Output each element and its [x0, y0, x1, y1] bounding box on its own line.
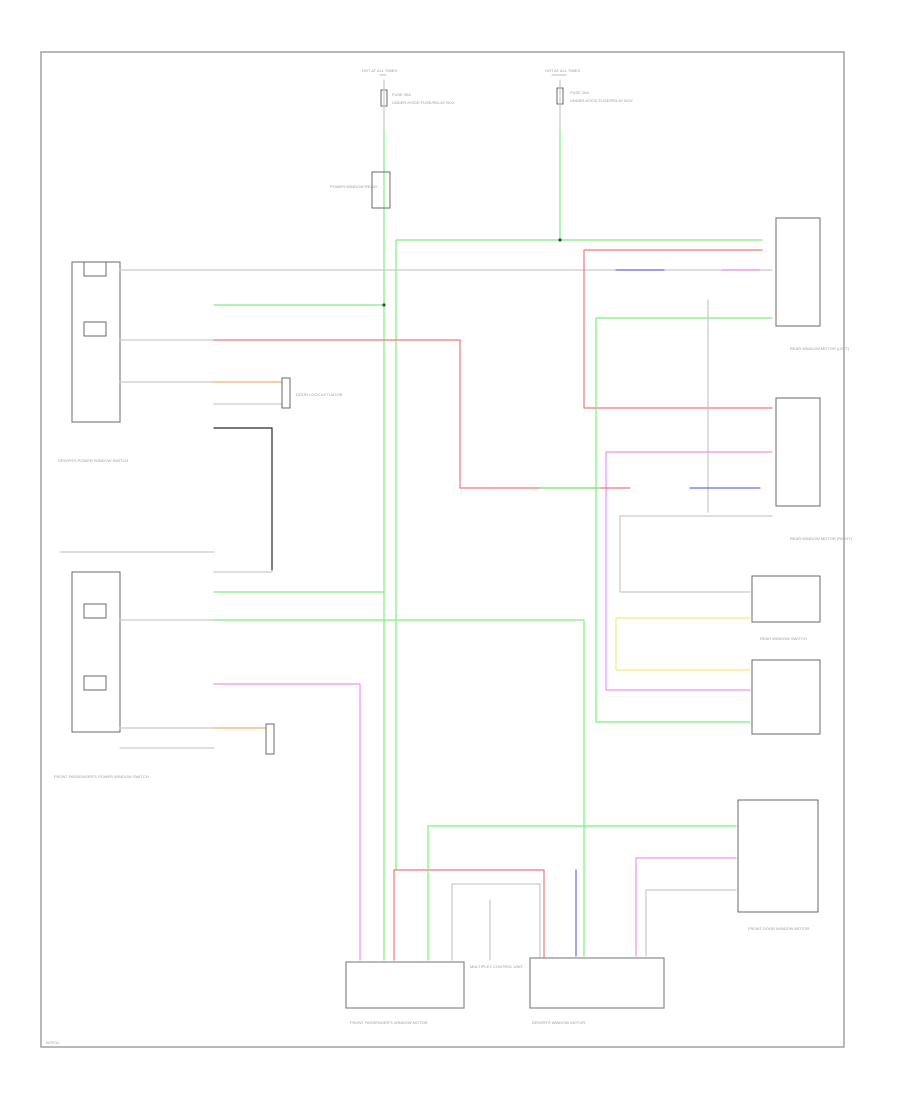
bottom-right-label: DRIVER'S WINDOW MOTOR	[532, 1020, 585, 1025]
rear-motor-left-box: REAR WINDOW MOTOR (LEFT)	[583, 217, 850, 723]
power-feed-left: HOT AT ALL TIMES FUSE 30A UNDER-HOOD FUS…	[362, 68, 455, 871]
bottom-center-label-group: MULTIPLEX CONTROL UNIT	[470, 899, 523, 969]
front-door-motor-box: FRONT DOOR WINDOW MOTOR	[427, 799, 819, 931]
wire-green-bus	[395, 239, 763, 871]
passenger-switch-label: FRONT PASSENGER'S POWER WINDOW SWITCH	[54, 774, 149, 779]
driver-switch-label: DRIVER'S POWER WINDOW SWITCH	[58, 458, 128, 463]
driver-switch-box: DRIVER'S POWER WINDOW SWITCH	[58, 261, 773, 463]
bottom-center-label: MULTIPLEX CONTROL UNIT	[470, 964, 523, 969]
wire-pink-passenger	[213, 683, 361, 871]
wire-red-rear	[583, 249, 773, 409]
front-door-motor-label: FRONT DOOR WINDOW MOTOR	[748, 926, 810, 931]
door-lock-label: DOOR LOCK ACTUATOR	[296, 392, 343, 397]
diagram-frame	[40, 51, 845, 1048]
power-label-left: HOT AT ALL TIMES	[362, 68, 397, 73]
relay-label: POWER WINDOW RELAY	[330, 184, 378, 189]
wire-red-driver	[213, 339, 491, 489]
rear-motor-right-box: REAR WINDOW MOTOR (RIGHT)	[489, 299, 853, 691]
bottom-left-label: FRONT PASSENGER'S WINDOW MOTOR	[350, 1020, 428, 1025]
rear-motor-top-label: REAR WINDOW MOTOR (LEFT)	[790, 346, 850, 351]
bottom-right-module: DRIVER'S WINDOW MOTOR	[529, 869, 665, 1025]
rear-switch-label: REAR WINDOW SWITCH	[760, 636, 807, 641]
wire-black	[213, 427, 273, 571]
fuse-label-right: FUSE 20A	[570, 90, 589, 95]
rear-motor-mid-label: REAR WINDOW MOTOR (RIGHT)	[790, 536, 853, 541]
page-code: W7F04	[46, 1040, 60, 1045]
rear-switch-box: REAR WINDOW SWITCH	[615, 575, 821, 735]
fuse-box-label-left: UNDER-HOOD FUSE/RELAY BOX	[392, 100, 455, 105]
bottom-left-module: FRONT PASSENGER'S WINDOW MOTOR	[345, 869, 545, 1025]
fuse-label-left: FUSE 30A	[392, 92, 411, 97]
power-label-right: HOT AT ALL TIMES	[545, 68, 580, 73]
fuse-box-label-right: UNDER-HOOD FUSE/RELAY BOX	[570, 98, 633, 103]
relay-left: POWER WINDOW RELAY	[330, 171, 391, 209]
power-feed-right: HOT AT ALL TIMES FUSE 20A UNDER-HOOD FUS…	[545, 68, 633, 241]
passenger-switch-box: FRONT PASSENGER'S POWER WINDOW SWITCH	[54, 571, 215, 779]
